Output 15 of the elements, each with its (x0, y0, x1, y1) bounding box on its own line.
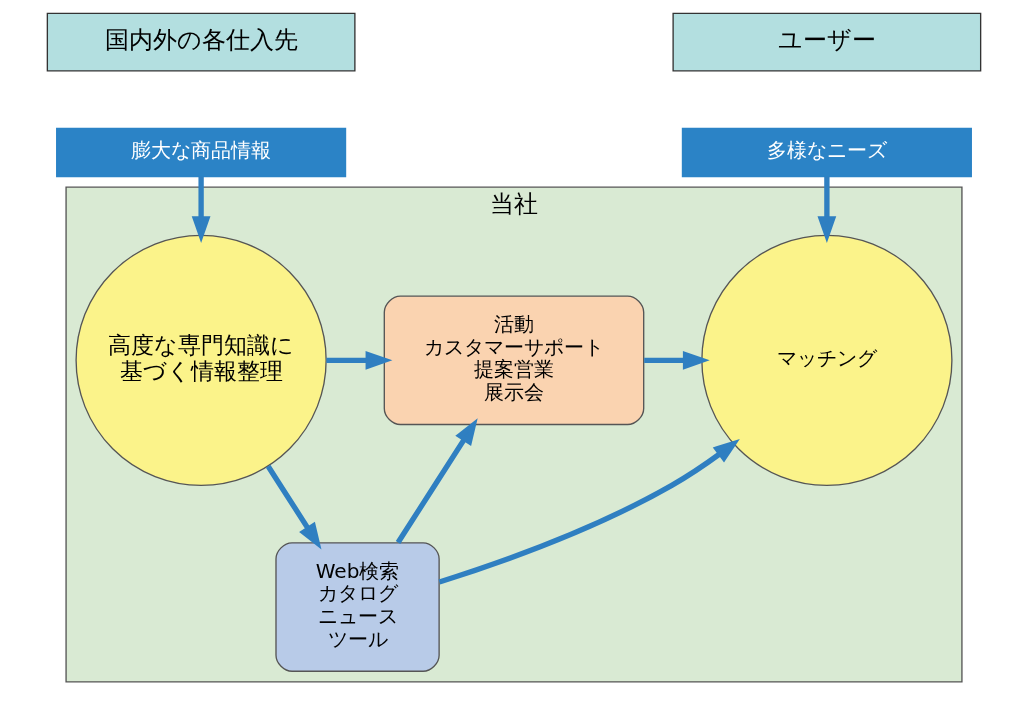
node-box: 多様なニーズ (681, 127, 972, 178)
node-circle: 高度な専門知識に基づく情報整理 (74, 234, 327, 487)
node-box: 活動 カスタマーサポート 提案営業 展示会 (383, 295, 644, 426)
node-box: 膨大な商品情報 (55, 127, 346, 178)
arrow (817, 176, 836, 244)
arrow (438, 438, 740, 585)
arrow (191, 176, 210, 244)
arrow (643, 350, 710, 370)
node-box: 国内外の各仕入先 (46, 12, 356, 72)
arrow (395, 418, 478, 544)
node-box: ユーザー (671, 12, 981, 72)
arrow (265, 464, 321, 550)
node-circle: マッチング (700, 234, 953, 487)
node-box: Web検索 カタログ ニュース ツール (274, 542, 440, 672)
arrow (325, 350, 392, 370)
